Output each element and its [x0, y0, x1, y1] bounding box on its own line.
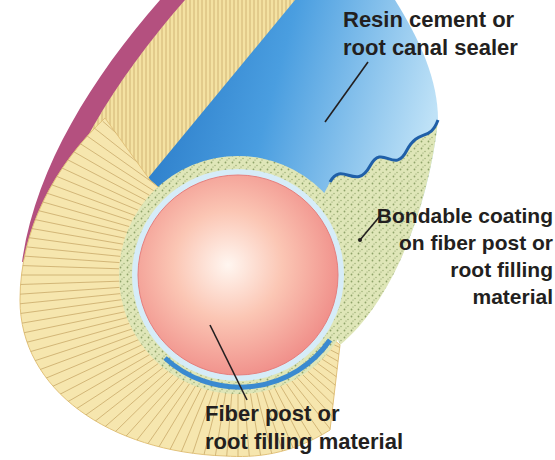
cement-ring	[132, 169, 344, 381]
leader-dot	[358, 238, 362, 242]
leader-line	[210, 325, 247, 400]
callout-label: Resin cement or root canal sealer	[343, 6, 553, 62]
callout-label: Fiber post or root filling material	[205, 400, 505, 456]
wrap-spacer	[375, 400, 505, 428]
coating-edge	[330, 120, 438, 182]
leader-line	[325, 62, 368, 122]
fiber-post-core	[138, 175, 338, 375]
callout-label: Bondable coating on fiber post or root f…	[370, 202, 553, 310]
coating-ring	[119, 156, 357, 394]
